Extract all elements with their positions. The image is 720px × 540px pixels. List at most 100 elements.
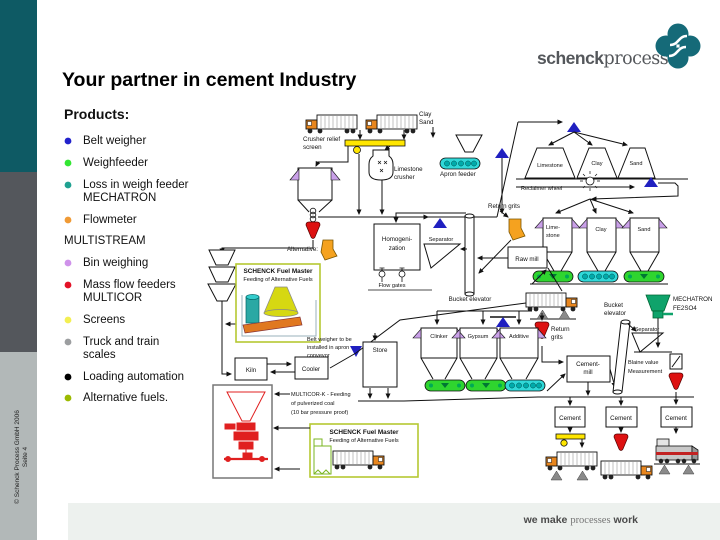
bin-weighing-icon	[330, 168, 341, 181]
train-scale-icon	[658, 464, 671, 475]
belt-note: Belt weigher to be	[307, 337, 352, 343]
products-heading: Products:	[64, 106, 130, 122]
cement-distribution: Cement Cement Cement	[403, 396, 694, 428]
product-item: Alternative fuels.	[64, 392, 226, 405]
preheater-stage	[207, 283, 237, 302]
preheater-stage	[208, 266, 236, 283]
truck-loading-screened	[545, 427, 598, 481]
separator-label: Separator	[635, 327, 660, 333]
pile-limestone-label: Limestone	[537, 163, 563, 169]
product-item: Screens	[64, 314, 226, 327]
product-item: Flowmeter	[64, 214, 226, 227]
silo-clay-label: Clay	[595, 227, 606, 233]
bullet-icon	[64, 159, 72, 167]
slogan-work: work	[613, 514, 638, 526]
belt-scale-icon	[433, 218, 447, 228]
loading-spout-icon	[668, 372, 684, 390]
kiln-label: Kiln	[246, 367, 257, 374]
page-number: Seite 4	[22, 446, 30, 468]
logo-word-schenck: schenck	[537, 48, 604, 68]
bullet-icon	[64, 338, 72, 346]
multicor-label-3: (10 bar pressure proof)	[291, 410, 348, 416]
limestone-crusher-label-2: crusher	[394, 174, 415, 181]
footer-slogan: we make processes work	[524, 514, 638, 526]
preheater-chain	[207, 249, 237, 377]
product-item: Weighfeeder	[64, 157, 226, 170]
bullet-icon	[64, 394, 72, 402]
flow-gates-label: Flow gates	[378, 283, 405, 289]
bin-weighing-icon	[289, 168, 300, 181]
mechatron-label: MECHATRON	[673, 296, 712, 303]
product-label: Bin weighing	[83, 257, 149, 270]
truck-scale-icon	[550, 470, 563, 481]
multicor-label-2: of pulverized coal	[291, 401, 335, 407]
silo-additive	[499, 327, 539, 359]
mechatron-feeder-icon	[645, 294, 673, 319]
product-item: Bin weighing	[64, 257, 226, 270]
product-label: Truck and train scales	[83, 335, 160, 361]
screen-icon	[344, 139, 406, 147]
product-label: Screens	[83, 313, 126, 326]
screen-icon	[555, 433, 586, 440]
dump-truck-icon	[305, 114, 358, 134]
bullet-icon	[64, 137, 72, 145]
gypsum-label: Gypsum	[468, 334, 489, 340]
cement-component-silos: Clinker Gypsum Additive	[412, 327, 566, 392]
silo-sand	[629, 217, 660, 253]
dump-truck-icon	[365, 114, 418, 134]
separator-icon	[423, 243, 462, 269]
belt-scale-icon	[350, 346, 362, 357]
cooler-label: Cooler	[302, 366, 320, 373]
store-label: Store	[373, 347, 388, 354]
bucket-elevator-label: Bucket elevator	[449, 296, 492, 303]
crusher-relief-screen: Crusher relief screen	[303, 136, 406, 215]
receiving-silo	[219, 167, 341, 254]
reclaimer-label: Reclaimer wheel	[521, 186, 562, 192]
product-label: Loading automation	[83, 370, 185, 383]
product-label: MULTISTREAM	[64, 235, 146, 248]
slogan-we-make: we make	[523, 514, 568, 526]
train-scale-icon	[682, 464, 695, 475]
multicor-coal-feeding: MULTICOR-K - Feeding of pulverized coal …	[212, 384, 351, 479]
silo-icon	[297, 167, 333, 201]
apron-feeder-top: Apron feeder	[439, 134, 509, 214]
fuel-master-title: SCHENCK Fuel Master	[330, 429, 399, 436]
silo-limestone-label-2: stone	[546, 233, 560, 239]
cement-mill-box	[566, 355, 611, 383]
product-item: Loading automation	[64, 371, 226, 384]
logo-clover-icon	[655, 23, 701, 69]
pile-clay-label: Clay	[591, 161, 602, 167]
train-loading	[654, 427, 700, 475]
page-title: Your partner in cement Industry	[62, 69, 357, 91]
belt-note-3: conveyor	[307, 353, 330, 359]
quarry-trucks: Clay Sand	[305, 111, 436, 140]
cement-label: Cement	[559, 415, 581, 422]
train-icon	[655, 438, 699, 464]
cement-label: Cement	[610, 415, 632, 422]
blaine-label-2: Measurement	[628, 369, 663, 375]
blaine-label: Blaine value	[628, 360, 658, 366]
bullet-icon	[64, 316, 72, 324]
bullet-icon	[64, 181, 72, 189]
clinker-transport: Return grits	[434, 293, 577, 365]
product-label: Loss in weigh feeder MECHATRON	[83, 178, 189, 204]
belt-scale-icon	[496, 317, 510, 327]
apron-feeder-conveyor-icon	[439, 157, 481, 170]
raw-meal-section: Homogeni- zation Flow gates Separator Bu…	[368, 203, 563, 303]
copyright-text: © Schenck Process GmbH 2006	[14, 410, 21, 504]
silo-clinker	[420, 327, 458, 359]
loading-spout-icon	[305, 221, 321, 239]
storage-piles: Limestone Clay Sand Reclaimer wheel	[516, 147, 688, 214]
pile-clay	[576, 147, 618, 179]
raw-mill-label: Raw mill	[515, 256, 538, 263]
product-label: Mass flow feeders MULTICOR	[83, 279, 176, 304]
sidebar-teal-band	[0, 0, 37, 172]
weighfeeder-conveyor-icon	[465, 379, 507, 392]
limestone-crusher: Limestone crusher	[368, 145, 423, 215]
truck-scale-icon	[576, 470, 589, 481]
silo-limestone-label: Lime-	[546, 225, 560, 231]
bucket-elevator-label-2: elevator	[604, 310, 626, 317]
return-grits-label-2: grits	[551, 334, 563, 341]
sand-label: Sand	[419, 119, 434, 126]
bullet-icon	[64, 259, 72, 267]
